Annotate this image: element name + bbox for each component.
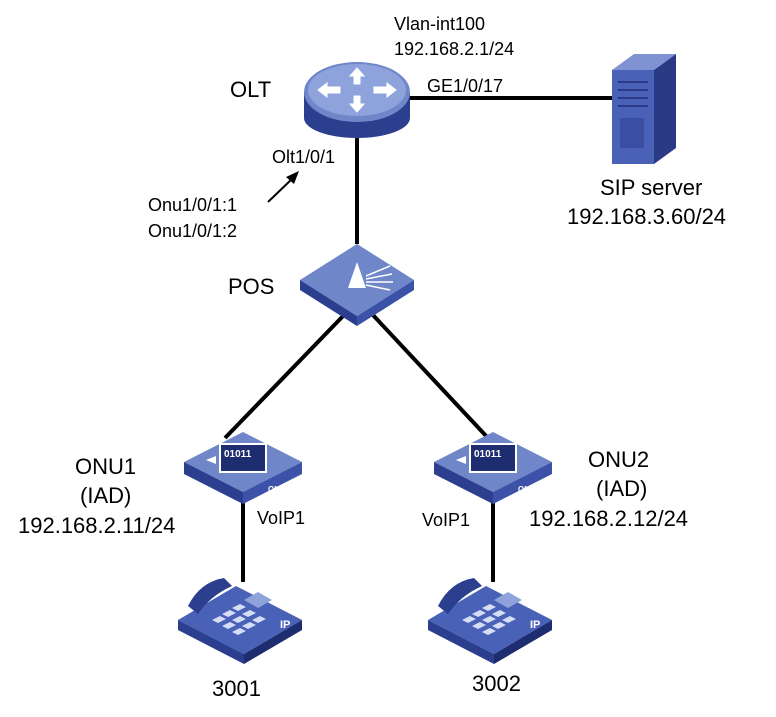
port-pointer-arrow <box>267 176 295 203</box>
ip-phone-icon: IP <box>178 578 302 664</box>
link-pos-onu1 <box>223 312 347 440</box>
onu2-port-label: VoIP1 <box>422 510 470 530</box>
phone1-badge: IP <box>280 619 290 631</box>
vlan-int-label: Vlan-int100 <box>394 14 485 34</box>
onu-port-1-label: Onu1/0/1:1 <box>148 195 237 215</box>
onu2-ip-label: 192.168.2.12/24 <box>529 506 688 531</box>
pos-name-label: POS <box>228 274 274 299</box>
onu2-name-label: ONU2 <box>588 447 649 472</box>
olt-port-label: Olt1/0/1 <box>272 147 335 167</box>
onu1-name-label: ONU1 <box>75 454 136 479</box>
onu1-port-label: VoIP1 <box>257 508 305 528</box>
phone2-device: IP <box>428 578 552 664</box>
olt-name-label: OLT <box>230 77 271 102</box>
ip-phone-icon: IP <box>428 578 552 664</box>
onu-port-2-label: Onu1/0/1:2 <box>148 221 237 241</box>
vlan-ip-label: 192.168.2.1/24 <box>394 39 514 59</box>
onu1-device: 01011 ONU <box>184 432 302 504</box>
onu1-ip-label: 192.168.2.11/24 <box>18 513 175 538</box>
phone1-device: IP <box>178 578 302 664</box>
phone2-badge: IP <box>530 619 540 631</box>
phone1-number-label: 3001 <box>212 676 261 701</box>
onu1-display-text: 01011 <box>224 449 252 460</box>
onu-box-icon: 01011 ONU <box>184 432 302 504</box>
onu2-device: 01011 ONU <box>434 432 552 504</box>
link-pos-onu2 <box>370 312 490 440</box>
splitter-icon <box>300 244 414 326</box>
phone2-number-label: 3002 <box>472 671 521 696</box>
onu2-badge: ONU <box>518 485 536 494</box>
onu2-display-text: 01011 <box>474 449 502 460</box>
server-tower-icon <box>612 54 676 164</box>
server-name-label: SIP server <box>600 175 702 200</box>
links <box>223 96 612 582</box>
onu2-type-label: (IAD) <box>596 476 647 501</box>
onu1-badge: ONU <box>268 485 286 494</box>
server-ip-label: 192.168.3.60/24 <box>567 204 726 229</box>
port-pointer-arrowhead <box>286 171 299 184</box>
router-icon <box>304 62 410 138</box>
ge-port-label: GE1/0/17 <box>427 76 503 96</box>
onu1-type-label: (IAD) <box>80 483 131 508</box>
labels: OLT Vlan-int100 192.168.2.1/24 GE1/0/17 … <box>18 14 726 701</box>
onu-box-icon: 01011 ONU <box>434 432 552 504</box>
